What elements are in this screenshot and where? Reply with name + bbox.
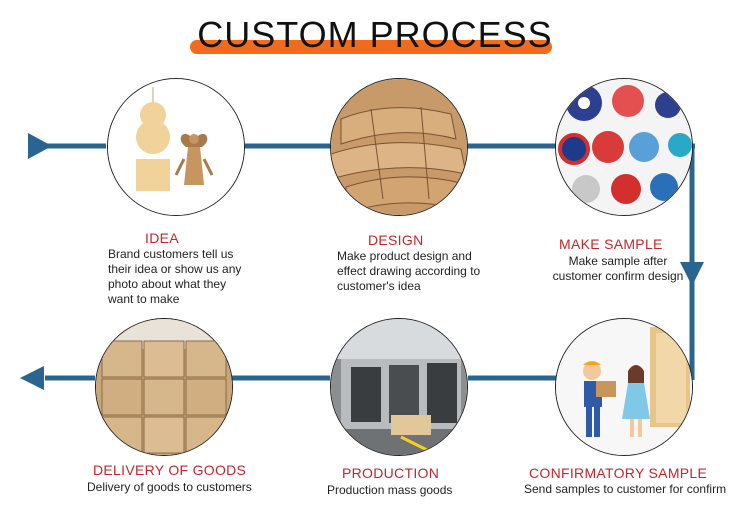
title-highlight-bar bbox=[190, 40, 552, 54]
step-title-confirmatory-sample: CONFIRMATORY SAMPLE bbox=[529, 465, 708, 481]
design-image bbox=[330, 78, 468, 216]
step-desc-confirmatory-sample: Send samples to customer for confirm bbox=[524, 482, 727, 496]
step-desc-delivery-of-goods: Delivery of goods to customers bbox=[87, 480, 252, 494]
arrow-start-icon bbox=[28, 133, 52, 159]
confirmatory-sample-image bbox=[555, 318, 693, 456]
step-title-idea: IDEA bbox=[145, 230, 179, 246]
arrow-end-icon bbox=[20, 366, 44, 390]
step-desc-make-sample: Make sample after customer confirm desig… bbox=[552, 254, 684, 283]
step-title-production: PRODUCTION bbox=[342, 465, 440, 481]
page-title: CUSTOM PROCESS bbox=[197, 14, 553, 55]
step-title-make-sample: MAKE SAMPLE bbox=[559, 236, 663, 252]
delivery-of-goods-image bbox=[95, 318, 233, 456]
step-title-delivery-of-goods: DELIVERY OF GOODS bbox=[93, 462, 247, 478]
production-image bbox=[330, 318, 468, 456]
step-desc-idea: Brand customers tell us their idea or sh… bbox=[108, 247, 242, 306]
idea-image bbox=[107, 78, 245, 216]
step-title-design: DESIGN bbox=[368, 232, 424, 248]
step-desc-design: Make product design and effect drawing a… bbox=[337, 249, 481, 293]
step-desc-production: Production mass goods bbox=[327, 483, 453, 497]
arrow-down-icon bbox=[680, 262, 704, 286]
make-sample-image bbox=[555, 78, 693, 216]
